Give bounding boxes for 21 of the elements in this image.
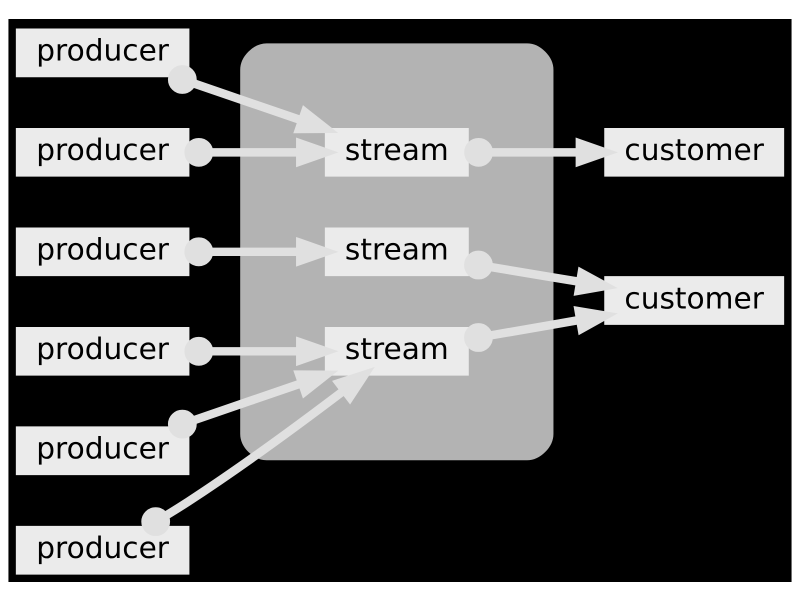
node-box: producer xyxy=(16,525,190,574)
node-box: stream xyxy=(324,226,469,276)
arrow xyxy=(141,366,375,536)
node-box: producer xyxy=(16,128,190,176)
node-box: customer xyxy=(604,128,784,176)
cluster xyxy=(240,42,554,460)
arrow xyxy=(464,137,618,167)
node-box: stream xyxy=(324,128,469,176)
arrow xyxy=(168,370,338,438)
node-box: producer xyxy=(16,326,190,376)
node-box: producer xyxy=(16,28,190,77)
arrow xyxy=(464,305,618,352)
node-box: stream xyxy=(324,326,469,376)
arrow xyxy=(184,336,338,366)
arrow xyxy=(464,250,618,296)
arrow xyxy=(168,64,338,133)
node-box: customer xyxy=(604,276,784,324)
node-box: producer xyxy=(16,226,190,276)
arrow xyxy=(184,137,338,167)
arrow xyxy=(184,236,338,266)
node-box: producer xyxy=(16,426,190,475)
